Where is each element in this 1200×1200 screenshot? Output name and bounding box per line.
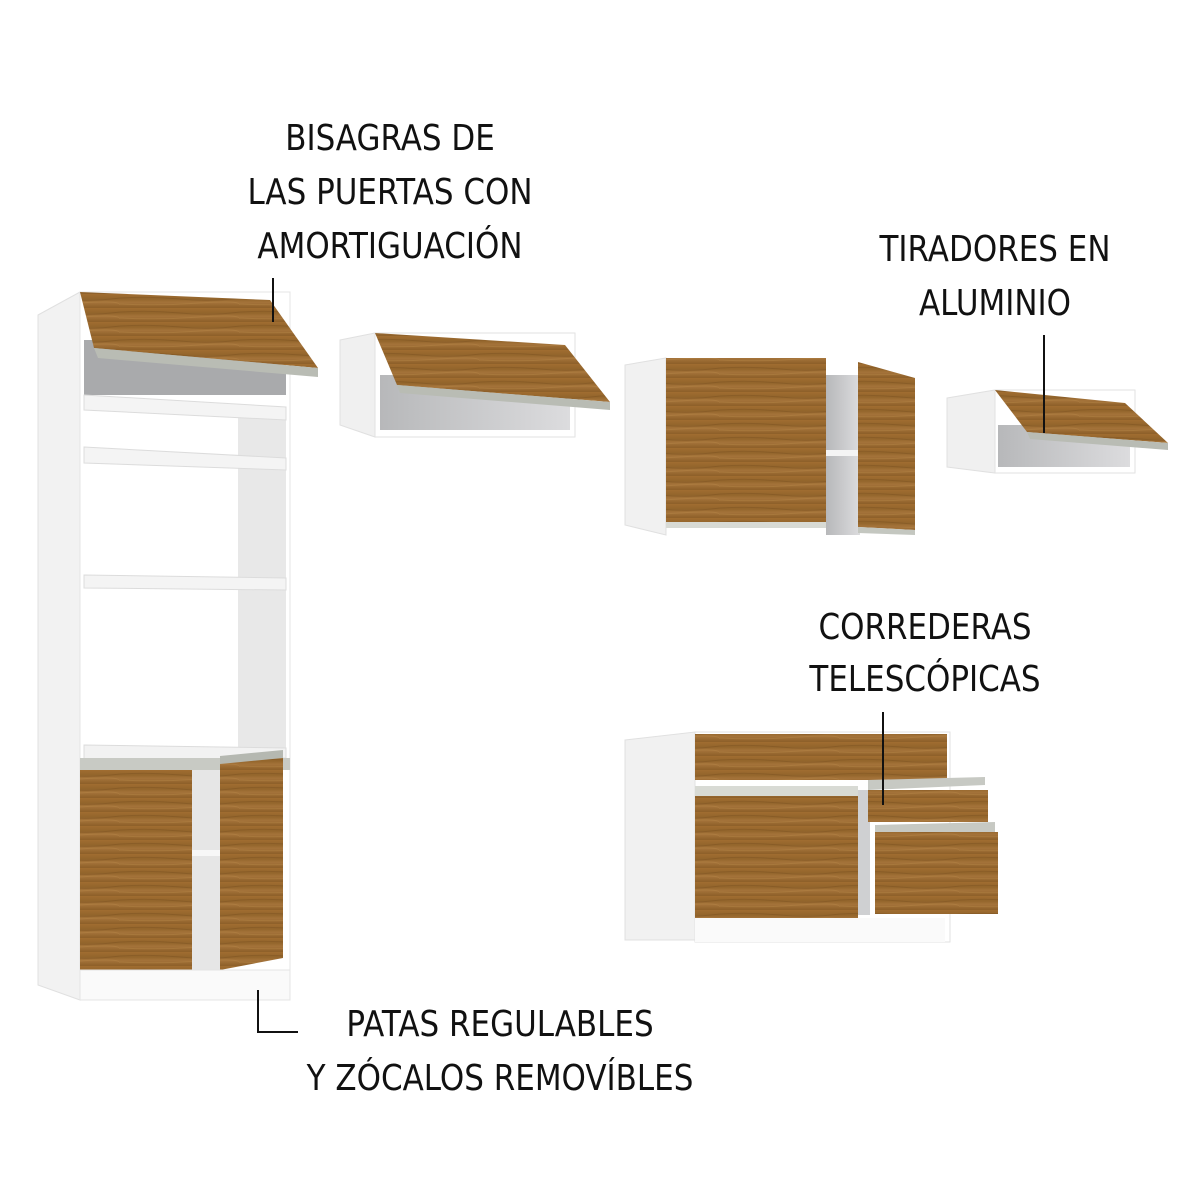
tall-cabinet-lower-right-door <box>220 755 283 970</box>
callout-line: PATAS REGULABLES <box>346 1004 654 1045</box>
flap-door <box>375 333 610 402</box>
base-cabinet-drawers <box>624 731 998 943</box>
callout-line: CORREDERAS <box>818 607 1032 648</box>
middle-drawer <box>868 790 988 822</box>
legs-leader-line <box>257 990 298 1033</box>
callout-line: TIRADORES EN <box>879 229 1111 270</box>
tall-cabinet <box>37 291 318 1001</box>
tall-cabinet-flap-door <box>80 292 318 368</box>
bottom-drawer <box>875 832 998 914</box>
callout-line: AMORTIGUACIÓN <box>257 226 523 267</box>
wall-cabinet-two-door <box>624 357 915 536</box>
callout-legs: PATAS REGULABLES Y ZÓCALOS REMOVÍBLES <box>298 998 702 1106</box>
callout-slides: CORREDERAS TELESCÓPICAS <box>796 602 1054 706</box>
right-door-open <box>858 362 915 530</box>
callout-hinges: BISAGRAS DE LAS PUERTAS CON AMORTIGUACIÓ… <box>231 112 549 274</box>
left-door <box>666 358 826 528</box>
callout-line: LAS PUERTAS CON <box>247 172 533 213</box>
wall-cabinet-flap-large <box>339 332 610 438</box>
top-drawer-front <box>695 734 947 780</box>
callout-line: BISAGRAS DE <box>285 118 495 159</box>
wall-cabinet-flap-small <box>946 389 1168 474</box>
tall-cabinet-lower-left-door <box>80 770 192 970</box>
callout-line: TELESCÓPICAS <box>809 659 1041 700</box>
callout-line: Y ZÓCALOS REMOVÍBLES <box>306 1058 694 1099</box>
flap-door <box>995 390 1168 443</box>
aluminium-handle <box>94 348 318 377</box>
callout-handles: TIRADORES EN ALUMINIO <box>866 223 1124 331</box>
aluminium-handle <box>397 385 610 410</box>
lower-door <box>695 796 858 918</box>
aluminium-handle <box>1027 432 1168 450</box>
callout-line: ALUMINIO <box>918 283 1072 324</box>
